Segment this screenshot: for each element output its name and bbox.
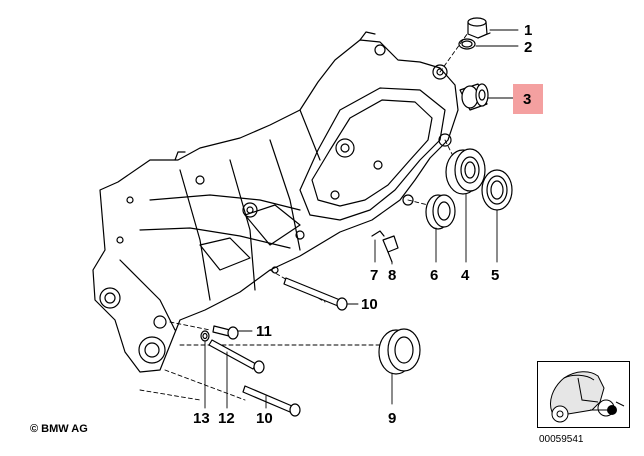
callout-6: 6 xyxy=(430,267,438,284)
part-5-shaft-seal xyxy=(481,169,513,211)
bolts xyxy=(200,277,348,417)
callout-10-upper: 10 xyxy=(361,296,378,313)
callout-7: 7 xyxy=(370,267,378,284)
callout-11: 11 xyxy=(256,323,272,340)
vehicle-locator-thumbnail xyxy=(537,361,630,428)
callout-9: 9 xyxy=(388,410,396,427)
callout-5: 5 xyxy=(491,267,499,284)
copyright-notice: © BMW AG xyxy=(30,423,88,435)
location-marker xyxy=(607,405,617,415)
callout-1: 1 xyxy=(524,22,532,39)
callout-13: 13 xyxy=(193,410,210,427)
diagram-reference-number: 00059541 xyxy=(539,434,584,445)
callout-2: 2 xyxy=(524,39,532,56)
part-6-bearing xyxy=(425,194,456,230)
callout-12: 12 xyxy=(218,410,235,427)
copyright-text: BMW AG xyxy=(41,423,88,435)
part-4-bearing xyxy=(445,148,486,195)
part-7-8-pin xyxy=(371,230,399,263)
callout-4: 4 xyxy=(461,267,470,284)
crankcase-housing xyxy=(92,31,459,373)
callout-lines xyxy=(204,29,519,409)
callout-3-highlight xyxy=(513,84,543,114)
callout-8: 8 xyxy=(388,267,396,284)
callout-10-lower: 10 xyxy=(256,410,273,427)
part-3-bush xyxy=(459,83,489,111)
scooter-icon xyxy=(550,371,625,423)
part-9-shaft-seal xyxy=(378,328,421,375)
part-1-screw-plug xyxy=(467,17,491,39)
part-2-sealing-ring xyxy=(458,38,476,50)
callout-3: 3 xyxy=(523,91,531,108)
